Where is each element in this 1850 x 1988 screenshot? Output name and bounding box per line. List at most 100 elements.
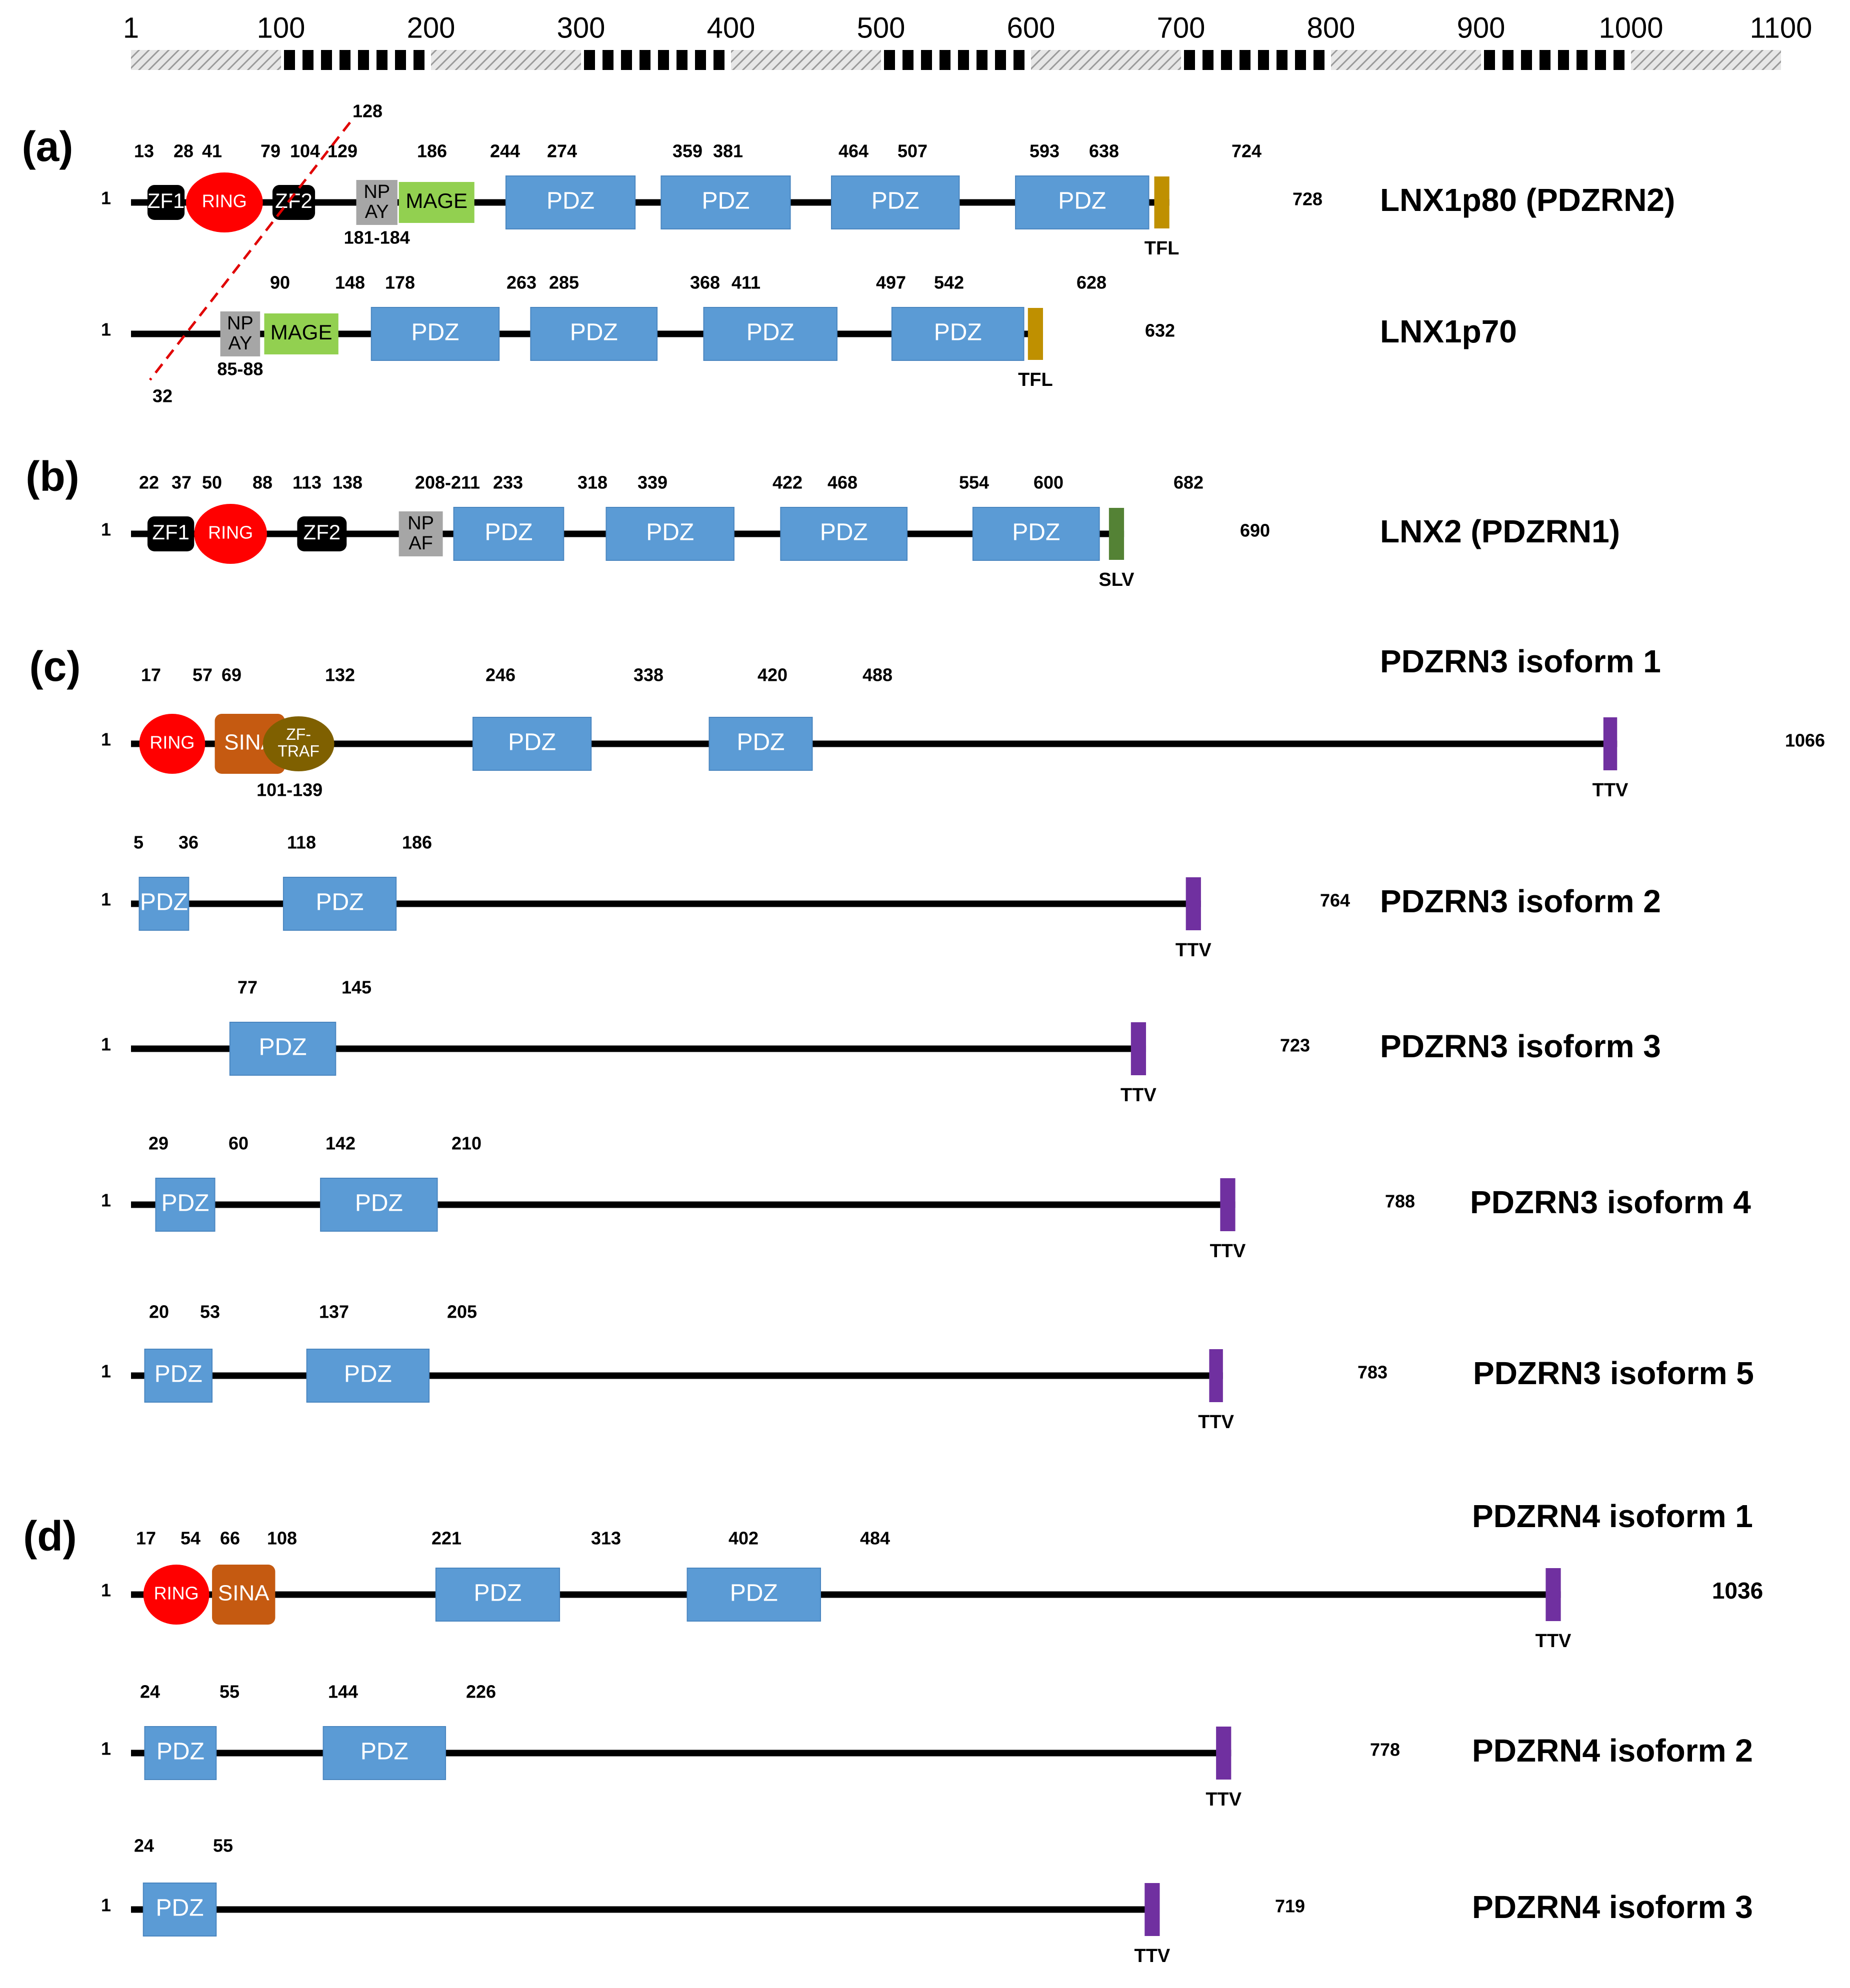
domain-pdz: PDZ bbox=[660, 175, 791, 229]
domain-pdz: PDZ bbox=[322, 1726, 446, 1780]
domain-ring: RING bbox=[194, 504, 267, 564]
position-label: 638 bbox=[1089, 141, 1119, 161]
domain-range-label: 101-139 bbox=[256, 780, 322, 800]
domain-pdz: PDZ bbox=[138, 877, 190, 931]
position-label: 221 bbox=[432, 1528, 462, 1549]
position-label: 244 bbox=[490, 141, 520, 161]
domain-label: PDZ bbox=[484, 519, 532, 546]
domain-tfl: TFL bbox=[1018, 308, 1053, 390]
ttv-shape bbox=[1216, 1727, 1232, 1780]
domain-pdz: PDZ bbox=[530, 307, 658, 361]
domain-ring: RING bbox=[139, 714, 206, 774]
domain-pdz: PDZ bbox=[142, 1883, 217, 1937]
length-label: 728 bbox=[1292, 189, 1322, 209]
position-label: 55 bbox=[220, 1682, 240, 1702]
position-label: 381 bbox=[713, 141, 743, 161]
slv-shape bbox=[1108, 508, 1124, 560]
position-label: 628 bbox=[1076, 272, 1106, 293]
position-label: 402 bbox=[728, 1528, 758, 1549]
ttv-shape bbox=[1130, 1022, 1146, 1075]
domain-ttv: TTV bbox=[1536, 1568, 1572, 1652]
scale-tick-label: 800 bbox=[1307, 11, 1356, 44]
domain-label-line: TRAF bbox=[278, 742, 320, 760]
domain-label-line: NP bbox=[364, 181, 390, 202]
start-residue-label: 1 bbox=[101, 1739, 111, 1759]
scale-stripe bbox=[958, 50, 969, 70]
protein-name: PDZRN4 isoform 1 bbox=[1472, 1498, 1753, 1534]
domain-label: RING bbox=[202, 191, 247, 211]
domain-pdz: PDZ bbox=[320, 1178, 438, 1232]
scale-stripe bbox=[1614, 50, 1624, 70]
pdz-shape bbox=[891, 307, 1024, 361]
position-label: 90 bbox=[270, 272, 290, 293]
scale-stripe bbox=[714, 50, 724, 70]
scale-stripe bbox=[1521, 50, 1532, 70]
position-label: 118 bbox=[287, 832, 316, 853]
domain-ttv: TTV bbox=[1120, 1022, 1156, 1106]
scale-stripe bbox=[1502, 50, 1514, 70]
scale-tick-label: 600 bbox=[1007, 11, 1056, 44]
domain-zf: ZF2 bbox=[272, 185, 316, 220]
domain-ttv: TTV bbox=[1210, 1178, 1246, 1262]
domain-tfl: TFL bbox=[1144, 176, 1179, 259]
position-label: 36 bbox=[178, 832, 198, 853]
scale-segment-light bbox=[1631, 50, 1781, 70]
scale-stripe bbox=[1295, 50, 1306, 70]
scale-stripe bbox=[658, 50, 669, 70]
pdz-shape bbox=[322, 1726, 446, 1780]
pdz-shape bbox=[282, 877, 397, 931]
domain-label: ZF2 bbox=[303, 520, 340, 544]
domain-label: PDZ bbox=[154, 1361, 202, 1388]
domain-pdz: PDZ bbox=[453, 507, 564, 561]
scale-stripe bbox=[284, 50, 295, 70]
position-label: 285 bbox=[549, 272, 579, 293]
scale-stripe bbox=[1314, 50, 1324, 70]
scale-segment-light bbox=[1331, 50, 1481, 70]
pdz-shape bbox=[144, 1349, 213, 1403]
domain-zf: ZF1 bbox=[147, 516, 194, 551]
domain-label: PDZ bbox=[162, 1190, 210, 1217]
domain-label: PDZ bbox=[156, 1895, 204, 1922]
length-label: 690 bbox=[1240, 520, 1270, 541]
domain-pdz: PDZ bbox=[686, 1568, 821, 1622]
length-label: 1036 bbox=[1712, 1578, 1763, 1604]
pdz-shape bbox=[686, 1568, 821, 1622]
position-label: 186 bbox=[402, 832, 432, 853]
domain-range-label: 85-88 bbox=[217, 359, 263, 379]
zf-shape bbox=[297, 516, 347, 551]
scale-stripe bbox=[340, 50, 350, 70]
domain-label: PDZ bbox=[646, 519, 694, 546]
dashed-line-top-label: 128 bbox=[352, 101, 382, 121]
domain-zftraf: ZF-TRAF 101-139 bbox=[256, 716, 334, 800]
length-label: 788 bbox=[1385, 1191, 1415, 1212]
domain-pdz: PDZ bbox=[972, 507, 1100, 561]
position-label: 186 bbox=[417, 141, 447, 161]
start-residue-label: 1 bbox=[101, 188, 111, 208]
ttv-shape bbox=[1546, 1568, 1561, 1621]
scale-stripe bbox=[1014, 50, 1024, 70]
position-label: 28 bbox=[174, 141, 194, 161]
scale-stripe bbox=[1595, 50, 1606, 70]
position-label: 422 bbox=[772, 472, 802, 493]
protein-name: PDZRN3 isoform 3 bbox=[1380, 1028, 1661, 1064]
length-label: 723 bbox=[1280, 1035, 1310, 1056]
position-label: 17 bbox=[136, 1528, 156, 1549]
ttv-shape bbox=[1603, 717, 1618, 770]
position-label: 507 bbox=[898, 141, 928, 161]
start-residue-label: 1 bbox=[101, 1580, 111, 1601]
position-label: 339 bbox=[638, 472, 668, 493]
length-label: 1066 bbox=[1785, 730, 1825, 751]
domain-ttv: TTV bbox=[1176, 877, 1212, 961]
domain-label: PDZ bbox=[546, 188, 594, 214]
position-label: 226 bbox=[466, 1682, 496, 1702]
domain-pdz: PDZ bbox=[370, 307, 500, 361]
position-label: 54 bbox=[180, 1528, 200, 1549]
scale-stripe bbox=[1276, 50, 1288, 70]
domain-label-line: ZF- bbox=[286, 725, 311, 743]
position-label: 69 bbox=[222, 665, 242, 685]
protein-name: PDZRN4 isoform 2 bbox=[1472, 1733, 1753, 1769]
scale-tick-label: 1100 bbox=[1750, 11, 1812, 44]
